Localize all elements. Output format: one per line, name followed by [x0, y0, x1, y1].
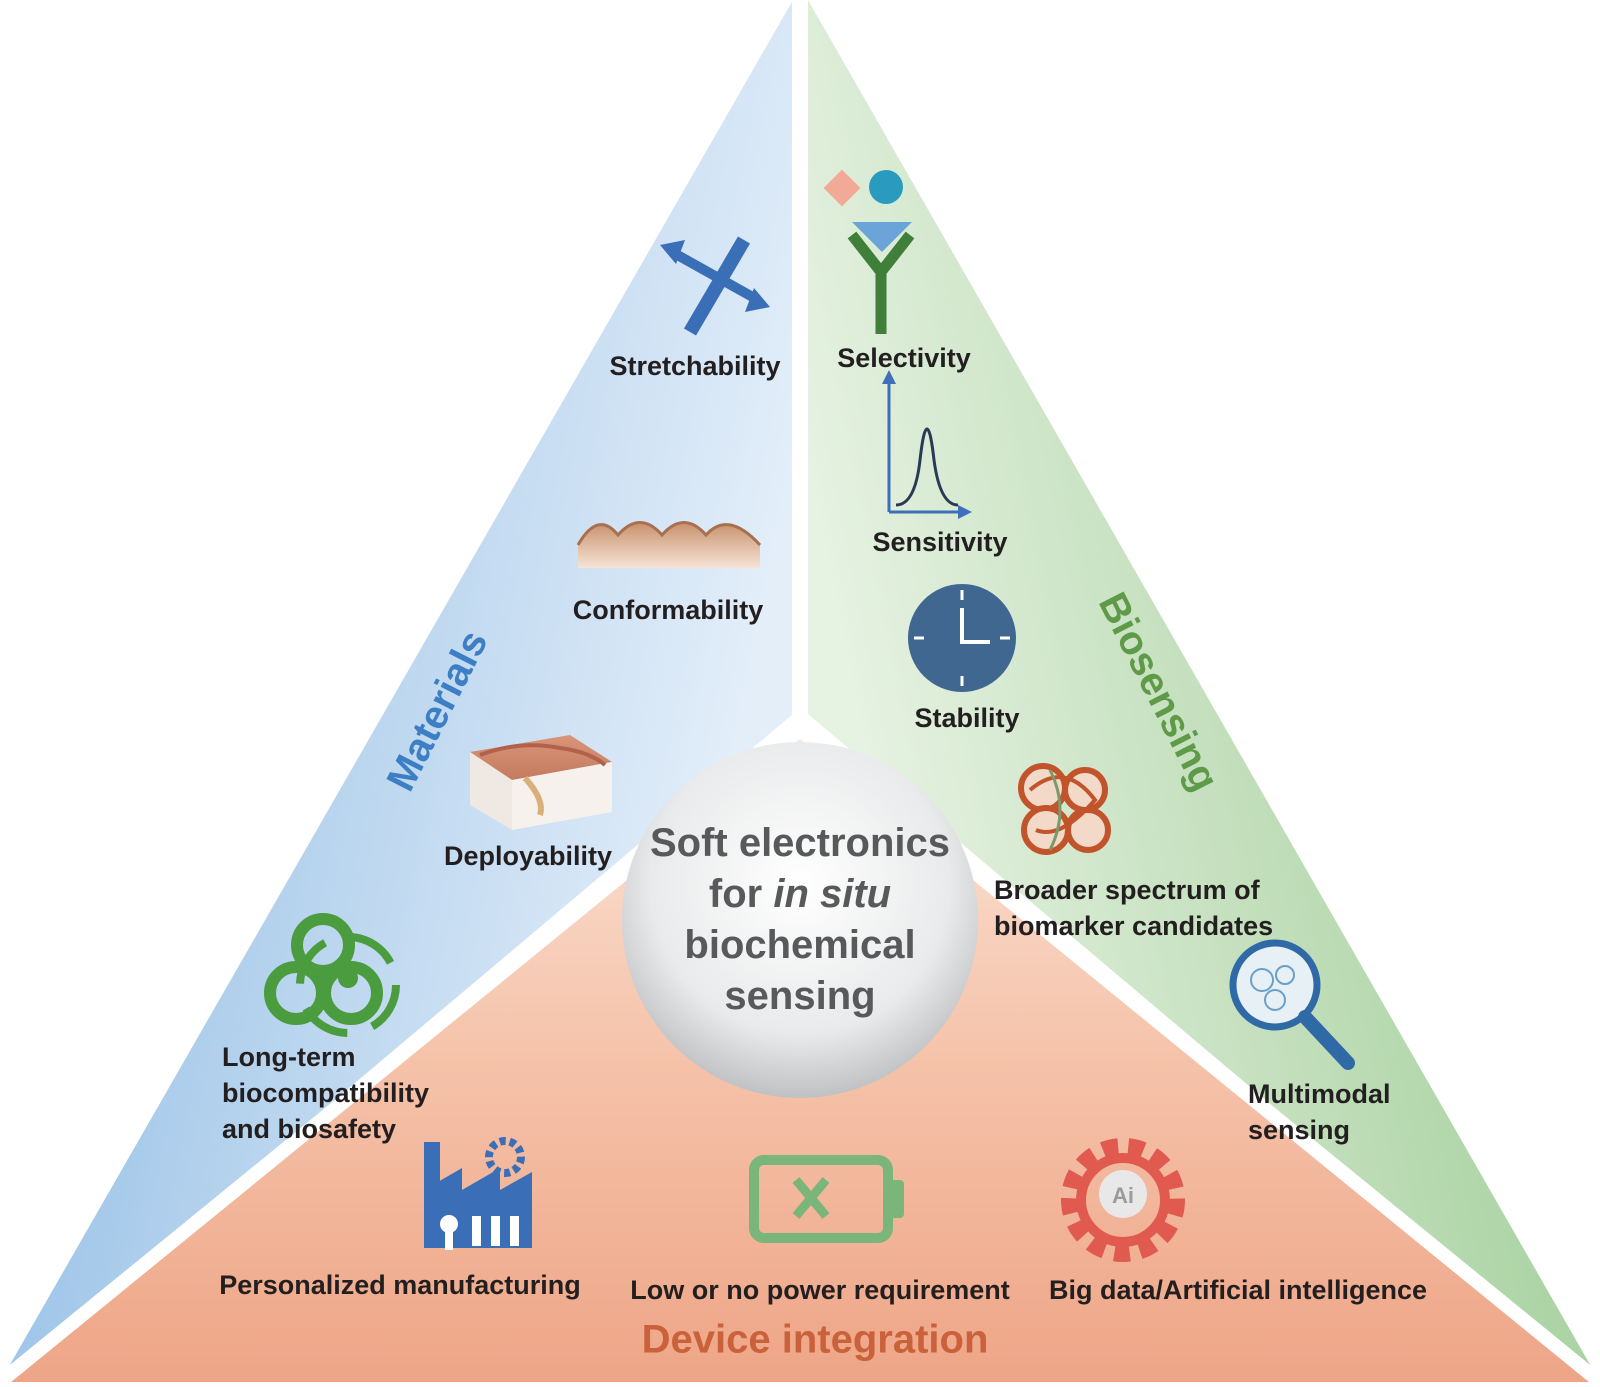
broader-spectrum-label-1: Broader spectrum of: [994, 875, 1260, 905]
stability-label: Stability: [914, 703, 1020, 733]
conform-wave-icon: [576, 521, 762, 568]
multimodal-label-2: sensing: [1248, 1115, 1351, 1145]
clock-icon: [908, 584, 1016, 692]
power-label: Low or no power requirement: [630, 1275, 1010, 1305]
center-circle: [622, 742, 978, 1098]
ai-badge: Ai: [1112, 1183, 1134, 1208]
center-line-1: Soft electronics: [649, 821, 951, 865]
manufacturing-label: Personalized manufacturing: [219, 1270, 581, 1300]
ai-label: Big data/Artificial intelligence: [1048, 1275, 1428, 1305]
sensitivity-peak-icon: [882, 370, 972, 519]
biocompat-label-1: Long-term: [222, 1042, 356, 1072]
biocompat-label-3: and biosafety: [222, 1114, 397, 1144]
device-integration-title: Device integration: [641, 1317, 989, 1362]
biosensing-sector: [808, 0, 1600, 1382]
stretchability-label: Stretchability: [609, 351, 781, 381]
magnifier-icon: [1229, 939, 1355, 1070]
ai-gear-icon: [1061, 1138, 1185, 1262]
center-line-3: biochemical: [684, 923, 916, 967]
deployability-label: Deployability: [443, 841, 613, 871]
stretch-icon: [660, 236, 770, 336]
selectivity-label: Selectivity: [837, 343, 971, 373]
center-title: Soft electronics for in situ biochemical…: [620, 818, 980, 1022]
skin-tissue-icon: [470, 735, 612, 830]
conformability-label: Conformability: [572, 595, 764, 625]
biocompat-label-2: biocompatibility: [222, 1078, 430, 1108]
no-battery-icon: [749, 1155, 904, 1243]
center-line-4: sensing: [724, 974, 876, 1018]
materials-sector: [0, 0, 793, 1382]
center-line-2: for in situ: [708, 872, 892, 916]
protein-structure-icon: [1018, 763, 1111, 855]
multimodal-label-1: Multimodal: [1248, 1079, 1391, 1109]
biohazard-icon: [264, 913, 400, 1037]
factory-icon: [424, 1137, 532, 1250]
sensitivity-label: Sensitivity: [872, 527, 1008, 557]
broader-spectrum-label-2: biomarker candidates: [994, 911, 1274, 941]
antibody-selectivity-icon: [823, 169, 915, 334]
